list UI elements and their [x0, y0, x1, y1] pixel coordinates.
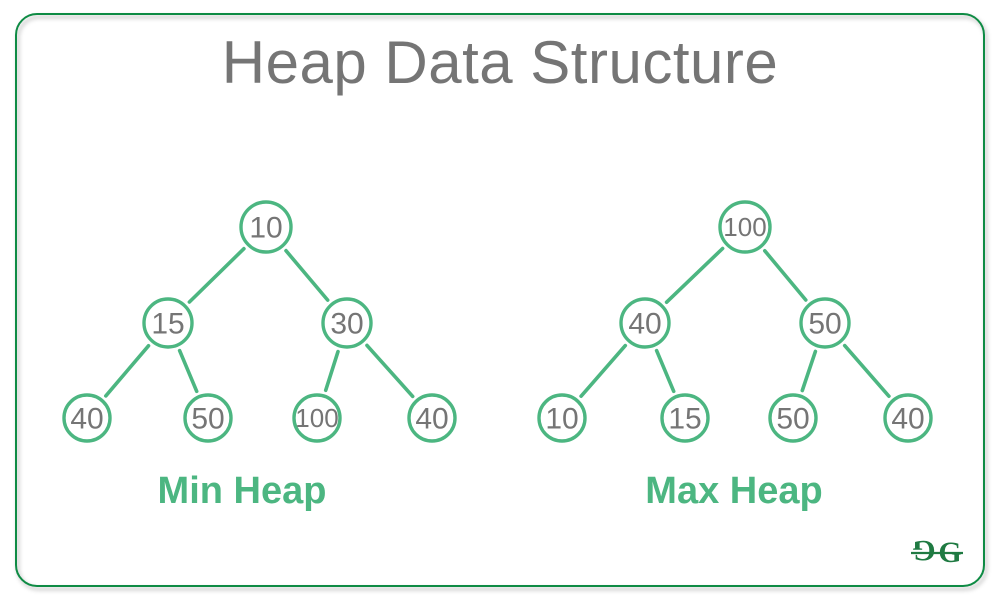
tree-node-circle [292, 393, 342, 443]
tree-node-value: 30 [330, 308, 363, 341]
tree-node-circle [883, 393, 933, 443]
tree-node-value: 50 [191, 403, 224, 436]
tree-node-value: 15 [668, 403, 701, 436]
tree-node-circle [183, 393, 233, 443]
tree-edge [104, 343, 151, 398]
tree-node-value: 40 [415, 403, 448, 436]
tree-node-circle [321, 297, 373, 349]
tree-node-value: 40 [891, 403, 924, 436]
tree-node-value: 100 [295, 403, 338, 433]
tree-node-value: 50 [808, 308, 841, 341]
tree-edge [654, 348, 676, 394]
tree-node-circle [142, 297, 194, 349]
logo-mirrored-g-glyph: G [912, 534, 935, 567]
tree-node-value: 40 [628, 308, 661, 341]
tree-node-value: 40 [70, 403, 103, 436]
tree-node-circle [660, 393, 710, 443]
tree-node-value: 50 [776, 403, 809, 436]
tree-edge [800, 349, 818, 393]
tree-node-value: 100 [723, 212, 766, 242]
tree-edge [842, 343, 891, 399]
tree-edge [762, 249, 808, 302]
page-title: Heap Data Structure [221, 29, 779, 96]
tree-node-circle [62, 393, 112, 443]
tree-node-circle [718, 200, 772, 254]
tree-node-circle [768, 393, 818, 443]
tree-edge [365, 343, 415, 399]
tree-edge [664, 246, 725, 305]
tree-edge [177, 348, 199, 394]
tree-node-value: 10 [545, 403, 578, 436]
tree-edge [187, 246, 246, 304]
tree-node-circle [537, 393, 587, 443]
tree-node-circle [407, 393, 457, 443]
tree-edge [284, 248, 330, 302]
tree-edge [323, 349, 340, 393]
tree-node-circle [799, 297, 851, 349]
tree-node-circle [239, 200, 293, 254]
tree-edge [579, 343, 628, 399]
tree-node-circle [619, 297, 671, 349]
geeksforgeeks-logo: G G [911, 534, 963, 569]
tree-node-value: 15 [151, 308, 184, 341]
max-heap-label: Max Heap [645, 470, 822, 512]
min-heap-label: Min Heap [158, 470, 327, 512]
tree-node-value: 10 [249, 212, 282, 245]
